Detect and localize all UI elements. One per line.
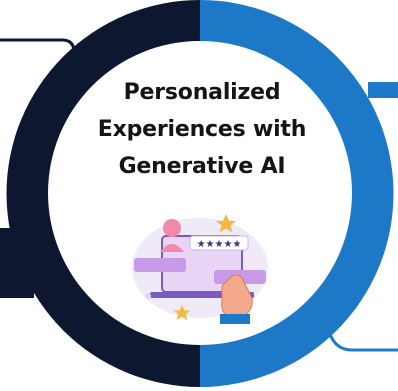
sleeve-cuff <box>220 314 250 324</box>
connector-top-right <box>368 82 398 98</box>
rating-stars: ★★★★★ <box>197 239 242 250</box>
rating-card <box>189 235 249 251</box>
avatar-body <box>160 244 184 252</box>
hub-title: Personalized Experiences with Generative… <box>77 74 327 185</box>
connector-bottom-right <box>328 333 398 352</box>
hub-title-line-3: Generative AI <box>118 154 286 179</box>
connector-top-left <box>0 38 76 53</box>
chat-bubble-left <box>134 258 186 272</box>
laptop-review-illustration: ★★★★★ <box>132 214 268 324</box>
hub-title-line-2: Experiences with <box>97 117 307 142</box>
dot-decor <box>145 293 151 299</box>
inner-disc <box>48 41 352 345</box>
hub-title-line-1: Personalized <box>123 80 281 105</box>
star-top-icon <box>216 214 236 233</box>
avatar-head <box>163 219 181 237</box>
hand-pointer-icon <box>221 274 253 319</box>
star-bottom-icon <box>173 305 191 321</box>
